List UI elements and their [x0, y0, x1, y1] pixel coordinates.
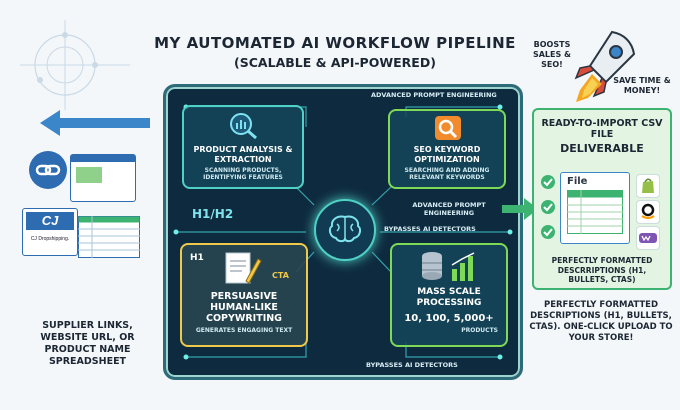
magnifier-chart-icon [230, 113, 257, 139]
right-arrow-icon [502, 198, 538, 220]
csv-table-icon [567, 190, 623, 234]
output-deliverable: DELIVERABLE [560, 142, 644, 155]
panel-scale-title: MASS SCALE PROCESSING [416, 287, 482, 308]
output-formatted-text: PERFECTLY FORMATTED DESCRRIPTIONS (H1, B… [551, 256, 653, 284]
panel-seo-title: SEO KEYWORD OPTIMIZATION [413, 145, 481, 164]
link-icon [29, 151, 67, 189]
input-illustration: CJ CJ Dropshipping. [18, 140, 158, 290]
top-prompt-label: ADVANCED PROMPT ENGINEERING [371, 91, 497, 99]
panel-scale-numbers: 10, 100, 5,000+ [404, 313, 494, 324]
page-subtitle: (SCALABLE & API-POWERED) [234, 55, 436, 70]
left-arrow-icon [40, 110, 150, 136]
panel-copy-subtitle: GENERATES ENGAGING TEXT [195, 327, 293, 334]
mid-detector-label: BYPASSES AI DETECTORS [384, 225, 476, 233]
checklist-icon [541, 175, 555, 239]
panel-mass-scale: MASS SCALE PROCESSING 10, 100, 5,000+ PR… [390, 243, 508, 347]
page-title: MY AUTOMATED AI WORKFLOW PIPELINE [154, 34, 516, 52]
amazon-logo-icon [636, 200, 660, 224]
panel-product-analysis: PRODUCT ANALYSIS & EXTRACTION SCANNING P… [182, 105, 304, 189]
output-note: PERFECTLY FORMATTED DESCRIPTIONS (H1, BU… [529, 300, 673, 343]
cj-logo-text: CJ [26, 212, 74, 230]
panel-analysis-title: PRODUCT ANALYSIS & EXTRACTION [193, 145, 293, 164]
database-scale-icon [422, 252, 475, 281]
woocommerce-logo-icon [636, 226, 660, 250]
rocket-boost-text: BOOSTS SALES & SEO! [532, 40, 572, 69]
h1h2-label: H1/H2 [192, 207, 234, 221]
csv-file-card: File [560, 172, 630, 244]
bottom-detector-label: BYPASSES AI DETECTORS [366, 361, 458, 369]
spreadsheet-icon [78, 216, 140, 258]
workflow-board: ADVANCED PROMPT ENGINEERING PRODUCT ANAL… [163, 84, 523, 380]
output-panel: READY-TO-IMPORT CSV FILE DELIVERABLE Fil… [532, 108, 672, 290]
csv-file-label: File [567, 176, 588, 187]
panel-scale-unit: PRODUCTS [461, 327, 498, 334]
seo-search-icon [435, 116, 461, 140]
panel-analysis-subtitle: SCANNING PRODUCTS, IDENTIFYING FEATURES [203, 167, 283, 181]
mid-prompt-label: ADVANCED PROMPT ENGINEERING [412, 201, 486, 217]
output-title: READY-TO-IMPORT CSV FILE [541, 118, 663, 140]
rocket-save-text: SAVE TIME & MONEY! [613, 76, 671, 95]
shopify-logo-icon [636, 174, 660, 198]
panel-copy-title: PERSUASIVE HUMAN-LIKE COPYWRITING [206, 291, 282, 324]
panel-copywriting: H1 CTA PERSUASIVE HUMAN-LIKE COPYWRITING… [180, 243, 308, 347]
panel-seo-subtitle: SEARCHING AND ADDING RELEVANT KEYWORDS [404, 167, 490, 181]
input-description: SUPPLIER LINKS, WEBSITE URL, OR PRODUCT … [40, 320, 135, 367]
document-pencil-icon [225, 252, 262, 284]
copy-tag-h1: H1 [190, 253, 204, 263]
cj-logo-card: CJ CJ Dropshipping. [22, 208, 78, 256]
copy-tag-cta: CTA [272, 271, 289, 280]
panel-seo: SEO KEYWORD OPTIMIZATION SEARCHING AND A… [388, 109, 506, 189]
rocket-icon [574, 30, 636, 102]
browser-window-graphic [70, 154, 136, 202]
brain-icon [328, 215, 362, 243]
cj-logo-caption: CJ Dropshipping. [30, 236, 70, 242]
ai-brain-hub [314, 199, 376, 261]
decorative-network-graphic [20, 20, 130, 110]
